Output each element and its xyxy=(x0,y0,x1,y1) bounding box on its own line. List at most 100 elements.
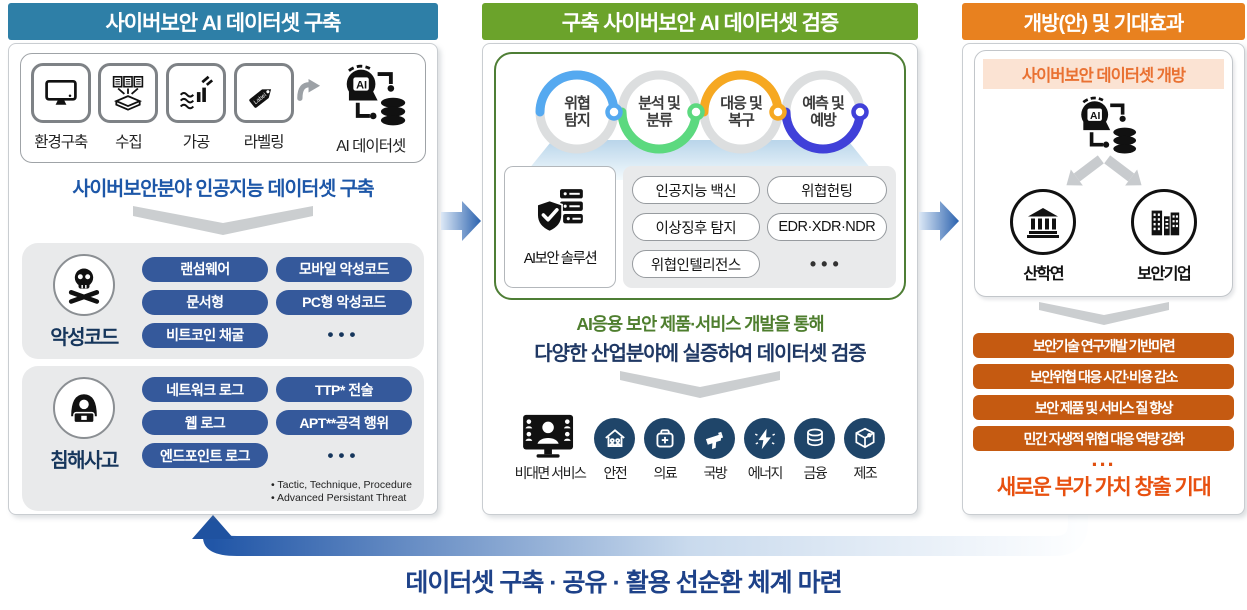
panel-open-body: 사이버보안 데이터셋 개방 AI xyxy=(962,43,1245,515)
cycle-analysis-classification: 분석 및 분류 xyxy=(613,66,705,158)
cycle-threat-detection: 위협 탐지 xyxy=(531,66,623,158)
target-academia: 산학연 xyxy=(1010,189,1077,284)
panel-dataset-verify: 구축 사이버보안 AI 데이터셋 검증 위협 탐지 xyxy=(482,3,918,515)
chevron-down-icon xyxy=(133,206,313,235)
processing-icon xyxy=(179,75,214,110)
dataset-open-box: 사이버보안 데이터셋 개방 AI xyxy=(974,50,1233,297)
process-step-process: 가공 xyxy=(162,63,230,152)
industry-medical: 의료 xyxy=(644,418,686,483)
ai-dataset-icon: AI xyxy=(346,64,405,126)
solution-pill: EDR·XDR·NDR xyxy=(766,213,887,241)
right-arrow-verify-to-open xyxy=(919,201,959,241)
target-security-company: 보안기업 xyxy=(1130,189,1197,284)
chevron-down-icon xyxy=(620,371,780,398)
video-conference-icon xyxy=(523,414,574,458)
hacker-icon xyxy=(71,394,97,424)
panel-title-build: 사이버보안 AI 데이터셋 구축 xyxy=(8,3,438,40)
solution-pill: 이상징후 탐지 xyxy=(632,213,760,241)
cycle-ring-icon xyxy=(699,70,787,154)
cycle-response-recovery: 대응 및 복구 xyxy=(695,66,787,158)
panel-title-open: 개방(안) 및 기대효과 xyxy=(962,3,1245,40)
process-step-collect: 수집 xyxy=(95,63,163,152)
curved-arrow-icon xyxy=(297,79,321,101)
effects-more-dots: ... xyxy=(1091,446,1116,471)
institution-icon xyxy=(1027,208,1060,238)
process-step-environment: 환경구축 xyxy=(27,63,95,152)
malware-pill: 문서형 xyxy=(142,289,268,315)
medical-icon xyxy=(656,428,674,448)
panel-dataset-build: 사이버보안 AI 데이터셋 구축 환경구축 xyxy=(8,3,438,515)
incident-pill: TTP* 전술 xyxy=(275,377,412,402)
incident-pill: 네트워크 로그 xyxy=(142,377,268,402)
monitor-icon xyxy=(45,79,77,105)
solution-pill: 위협헌팅 xyxy=(766,176,887,204)
malware-pill: 모바일 악성코드 xyxy=(275,256,412,282)
label-tag-icon: Label xyxy=(248,89,271,108)
build-process-box: 환경구축 xyxy=(20,53,426,163)
industry-untact-service: 비대면 서비스 xyxy=(515,413,587,483)
conclusion-text: 새로운 부가 가치 창출 기대 xyxy=(996,475,1212,499)
malware-pill: 비트코인 채굴 xyxy=(142,322,268,348)
skull-icon xyxy=(68,268,100,304)
process-step-label: Label 라벨링 xyxy=(230,63,298,152)
feedback-loop-arrow xyxy=(192,505,1088,556)
incident-pill: 웹 로그 xyxy=(142,410,268,435)
incident-group: 침해사고 네트워크 로그 TTP* 전술 웹 로그 APT**공격 행위 엔드포… xyxy=(22,366,424,511)
process-result-ai-dataset: AI AI 데이터셋 xyxy=(322,63,419,156)
split-arrows-icon xyxy=(1065,155,1142,186)
industry-defense: 국방 xyxy=(694,418,736,483)
malware-group: 악성코드 랜섬웨어 모바일 악성코드 문서형 PC형 악성코드 비트코인 채굴 … xyxy=(22,243,424,359)
industry-row: 비대면 서비스 안전 xyxy=(483,413,917,483)
solution-pill: 위협인텔리전스 xyxy=(632,250,760,278)
incident-pill: 엔드포인트 로그 xyxy=(142,443,268,468)
right-arrow-build-to-verify xyxy=(441,201,481,241)
incident-pill: APT**공격 행위 xyxy=(275,410,412,435)
open-targets: 산학연 xyxy=(983,189,1224,284)
solution-more-dots: ••• xyxy=(809,253,844,274)
industry-manufacturing: 제조 xyxy=(844,418,886,483)
security-company-icon xyxy=(1151,210,1179,236)
panel-open-effects: 개방(안) 및 기대효과 사이버보안 데이터셋 개방 AI xyxy=(962,3,1245,515)
cycle-ring-icon xyxy=(535,70,623,154)
svg-text:AI: AI xyxy=(1090,111,1100,122)
malware-more-dots: ••• xyxy=(327,325,361,344)
industry-finance: 금융 xyxy=(794,418,836,483)
effect-bar: 보안 제품 및 서비스 질 향상 xyxy=(973,395,1234,420)
effect-bar: 보안위협 대응 시간·비용 감소 xyxy=(973,364,1234,389)
cycle-ring-icon xyxy=(781,70,869,154)
finance-icon xyxy=(806,428,823,446)
ai-dataset-icon: AI xyxy=(1080,96,1136,154)
safety-icon xyxy=(605,428,625,447)
malware-group-name: 악성코드 xyxy=(50,327,119,349)
footer-caption: 데이터셋 구축 · 공유 · 활용 선순환 체계 마련 xyxy=(405,569,842,597)
verify-caption-line2: 다양한 산업분야에 실증하여 데이터셋 검증 xyxy=(534,343,866,365)
security-cycle: 위협 탐지 분석 및 분류 xyxy=(504,66,896,158)
verify-caption-line1: AI응용 보안 제품·서비스 개발을 통해 xyxy=(576,314,824,334)
svg-text:AI: AI xyxy=(356,79,367,91)
panel-title-verify: 구축 사이버보안 AI 데이터셋 검증 xyxy=(482,3,918,40)
ai-solution-row: AI보안 솔루션 인공지능 백신 위협헌팅 이상징후 탐지 EDR·XDR·ND… xyxy=(504,166,896,288)
energy-icon xyxy=(754,428,775,449)
incident-group-name: 침해사고 xyxy=(50,450,119,472)
collect-icon xyxy=(113,75,144,111)
effect-bar: 민간 자생적 위협 대응 역량 강화 xyxy=(973,426,1234,451)
defense-icon xyxy=(705,431,723,449)
expected-effects: 보안기술 연구개발 기반마련 보안위협 대응 시간·비용 감소 보안 제품 및 … xyxy=(963,333,1244,451)
effect-bar: 보안기술 연구개발 기반마련 xyxy=(973,333,1234,358)
ai-security-solution: AI보안 솔루션 xyxy=(504,166,616,288)
panel-build-body: 환경구축 xyxy=(8,43,438,515)
manufacturing-icon xyxy=(855,427,875,448)
build-subtitle: 사이버보안분야 인공지능 데이터셋 구축 xyxy=(72,178,374,200)
panel-verify-body: 위협 탐지 분석 및 분류 xyxy=(482,43,918,515)
cycle-prediction-prevention: 예측 및 예방 xyxy=(777,66,869,158)
incident-more-dots: ••• xyxy=(327,445,361,465)
industry-safety: 안전 xyxy=(594,418,636,483)
solution-pillbox: 인공지능 백신 위협헌팅 이상징후 탐지 EDR·XDR·NDR 위협인텔리전스… xyxy=(623,166,896,288)
chevron-down-icon xyxy=(1038,302,1169,325)
industry-energy: 에너지 xyxy=(744,418,786,483)
malware-pill: 랜섬웨어 xyxy=(142,256,268,282)
malware-pill: PC형 악성코드 xyxy=(275,289,412,315)
verification-box: 위협 탐지 분석 및 분류 xyxy=(494,52,906,300)
abbreviation-footnotes: Tactic, Technique, Procedure Advanced Pe… xyxy=(271,479,412,506)
